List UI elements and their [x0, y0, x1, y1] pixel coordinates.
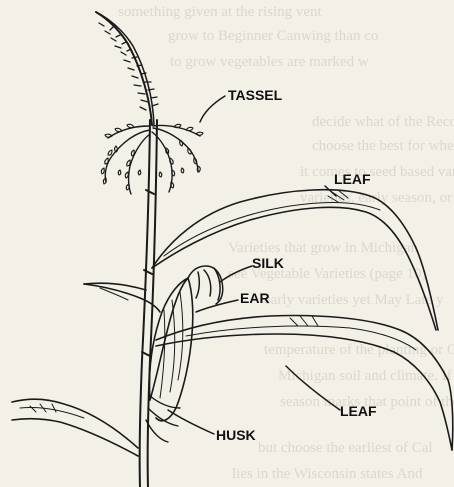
label-ear: EAR: [240, 290, 270, 306]
ear: [150, 278, 193, 421]
label-husk: HUSK: [216, 427, 256, 443]
label-leaf-upper: LEAF: [334, 171, 371, 187]
upper-leaf: [152, 190, 438, 330]
label-tassel: TASSEL: [228, 87, 283, 103]
tassel-branches: [105, 125, 200, 194]
label-leaf-lower: LEAF: [340, 403, 377, 419]
tassel-spike: [96, 12, 158, 125]
label-silk: SILK: [252, 255, 284, 271]
husk: [146, 396, 180, 442]
silk: [188, 266, 223, 304]
upper-left-leaf: [84, 283, 160, 312]
lower-left-leaf: [12, 399, 138, 456]
tassel-florets: [101, 124, 203, 190]
